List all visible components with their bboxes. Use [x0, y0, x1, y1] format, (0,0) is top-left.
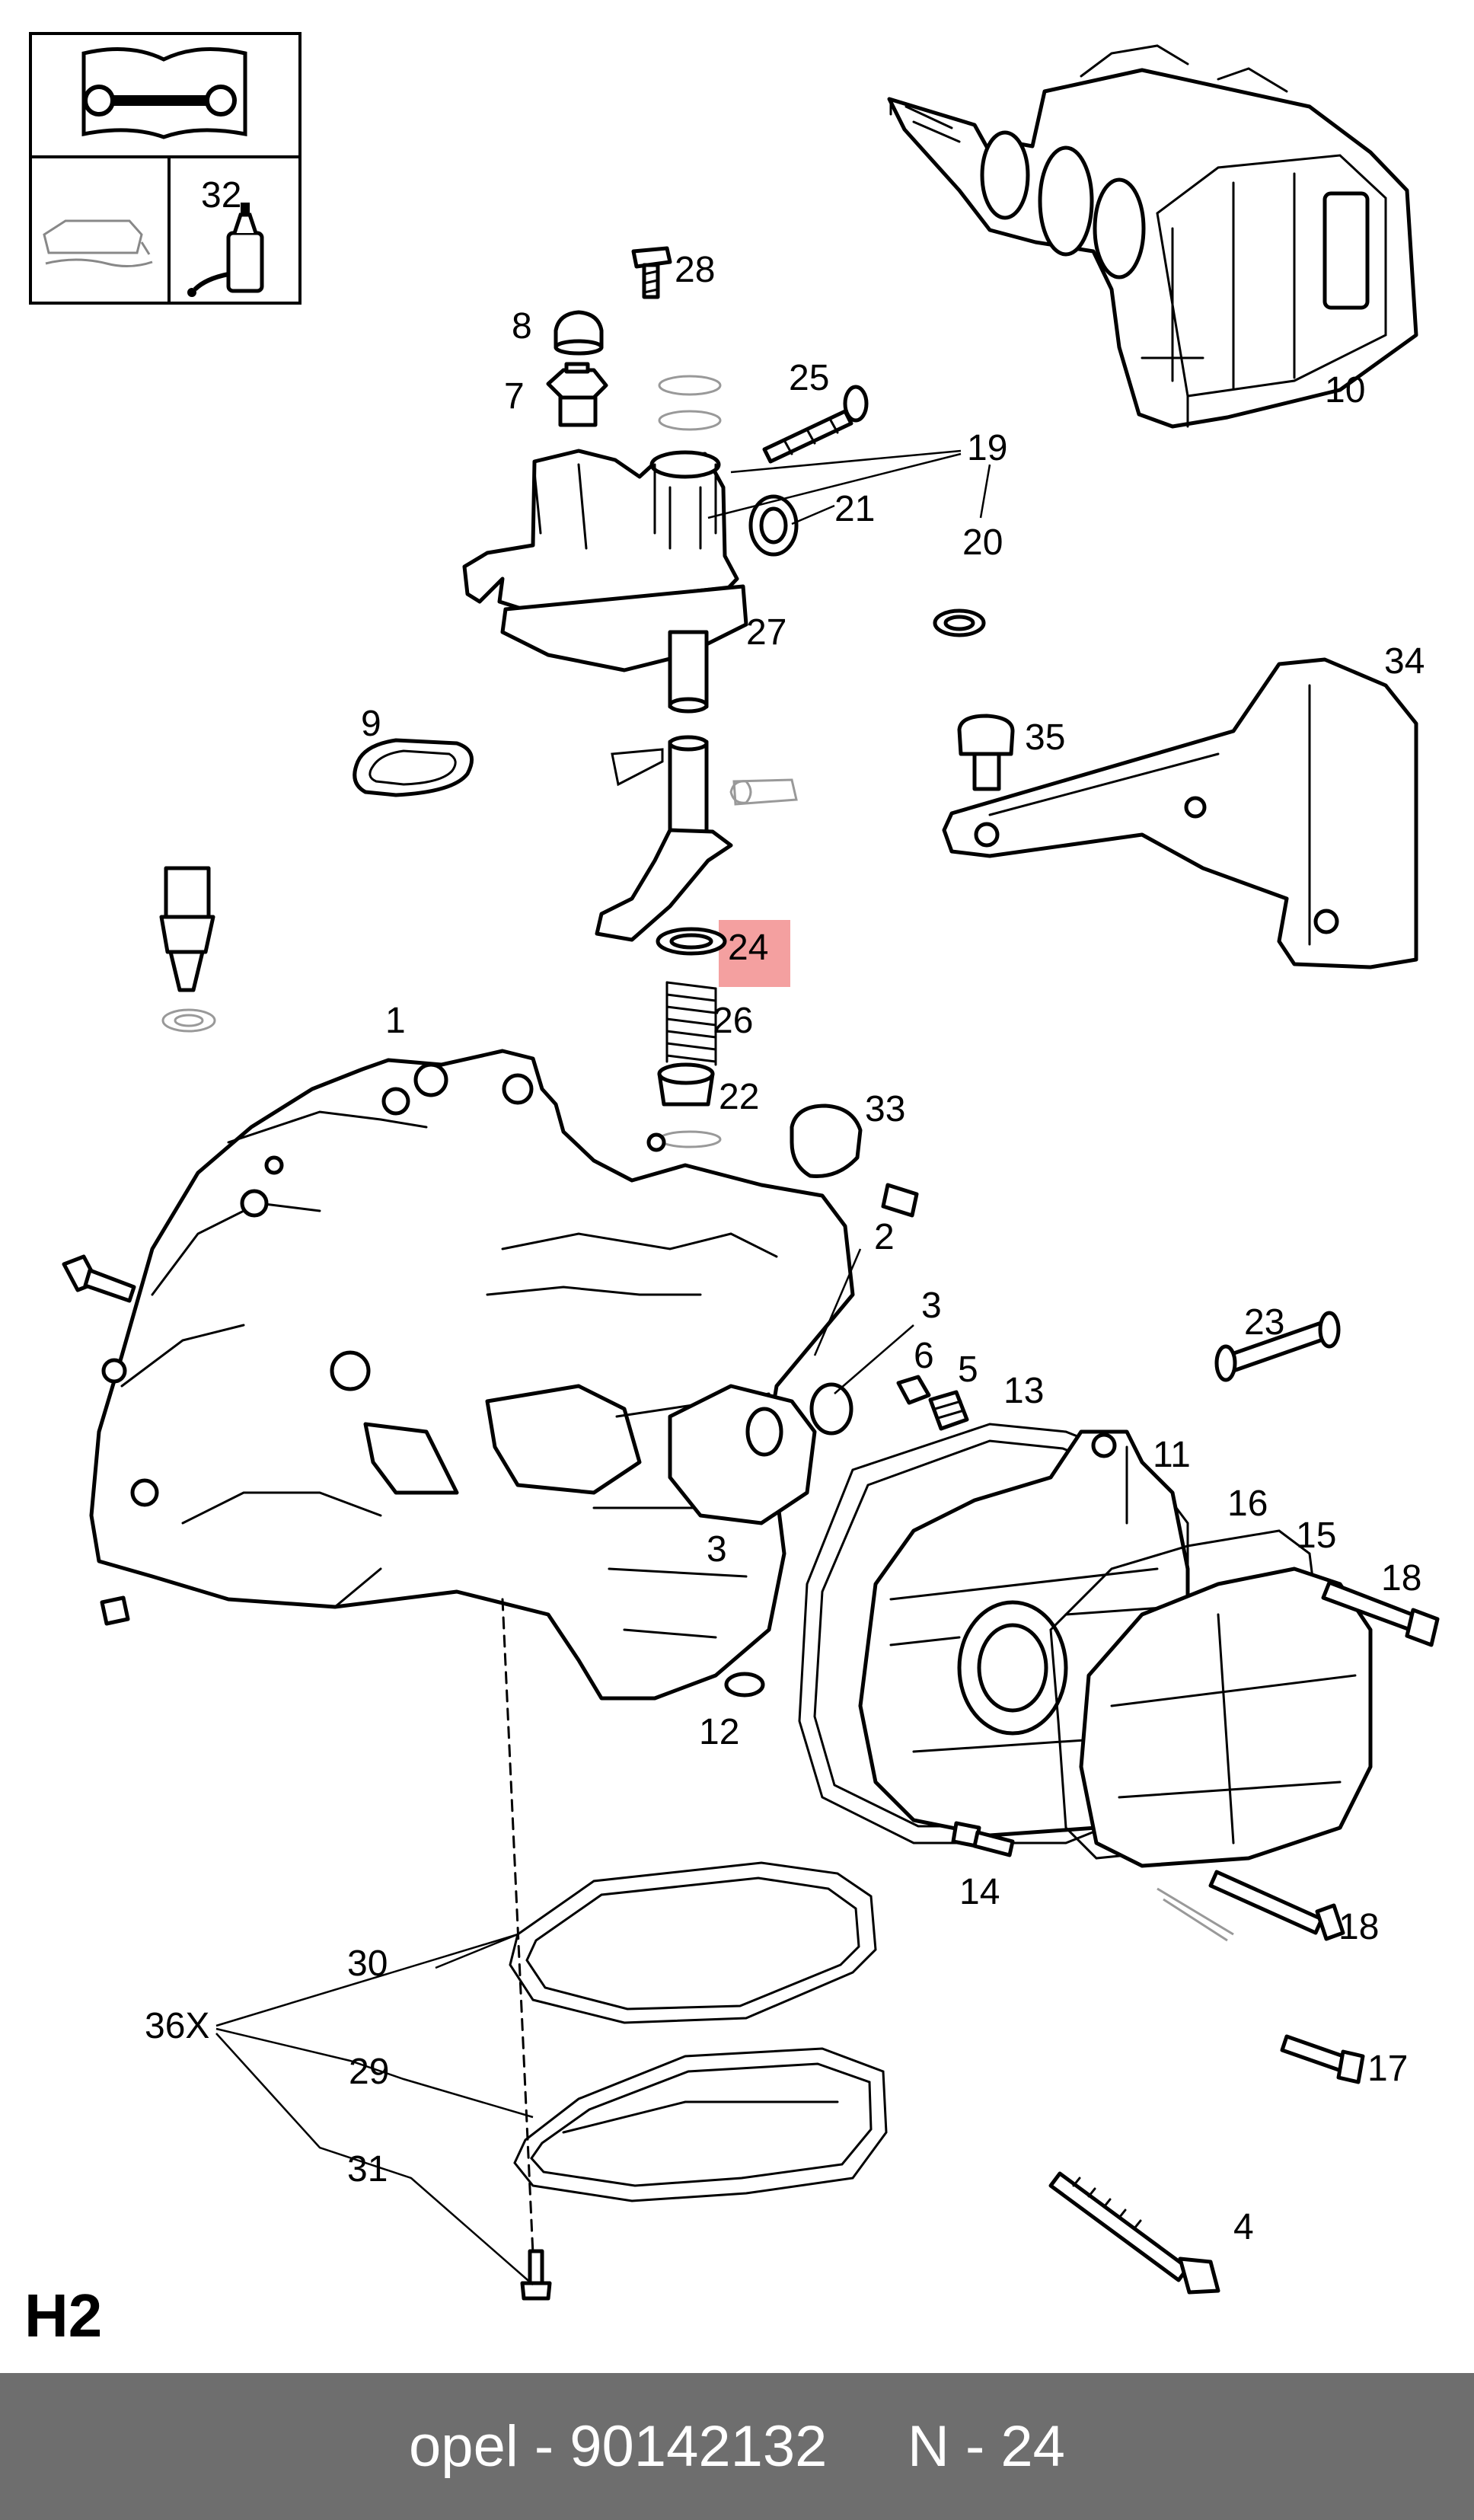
callout-16: 16 — [1227, 1484, 1268, 1524]
transmission-case — [89, 1049, 855, 1701]
bolt-left — [62, 1254, 136, 1303]
callout-9: 9 — [361, 704, 381, 744]
sensor-unit — [159, 866, 216, 1033]
pin-small — [881, 1183, 919, 1218]
callout-28: 28 — [675, 250, 715, 290]
leader-lines — [215, 449, 991, 2285]
cover-15 — [1079, 1567, 1373, 1868]
legend-box — [29, 32, 302, 305]
callout-8: 8 — [512, 306, 532, 347]
cap-8 — [554, 310, 604, 356]
bolt-4 — [1048, 2171, 1220, 2295]
callout-27: 27 — [746, 612, 786, 653]
footer-bar: opel - 90142132 N - 24 — [0, 2373, 1474, 2520]
bolt-ghost — [1157, 1887, 1234, 1942]
callout-4: 4 — [1233, 2207, 1254, 2247]
bolt-35 — [957, 714, 1015, 791]
bolt-17 — [1280, 2034, 1365, 2084]
gasket-30 — [509, 1861, 877, 2024]
washer-24 — [656, 927, 727, 956]
sealant-bottle-icon — [187, 203, 264, 297]
callout-7: 7 — [504, 376, 525, 417]
callout-24: 24 — [728, 928, 768, 968]
bush-22 — [657, 1062, 722, 1148]
callout-15: 15 — [1296, 1516, 1336, 1556]
washer-20 — [933, 608, 986, 637]
switch-7 — [546, 362, 608, 427]
callout-34: 34 — [1384, 641, 1425, 682]
o-rings-ghost — [658, 375, 722, 431]
footer-part-number: 90142132 — [570, 2414, 828, 2479]
bolt-18-upper — [1321, 1580, 1440, 1647]
callout-30: 30 — [347, 1943, 388, 1984]
highlight-marker — [719, 920, 790, 987]
gasket-29 — [513, 2047, 888, 2202]
seal-21 — [748, 494, 799, 557]
gasket-9 — [353, 738, 474, 797]
pin-left — [100, 1595, 130, 1626]
bolt-14 — [951, 1821, 1015, 1857]
oil-tray-icon — [43, 219, 153, 267]
pin-25 — [762, 385, 869, 464]
callout-13: 13 — [1003, 1371, 1044, 1411]
callout-33: 33 — [865, 1089, 905, 1129]
footer-separator: - — [518, 2414, 570, 2479]
bolt-23 — [1214, 1311, 1341, 1382]
callout-18b: 18 — [1338, 1907, 1379, 1947]
footer-brand: opel — [409, 2414, 518, 2479]
callout-5: 5 — [958, 1349, 978, 1390]
dashed-guide — [501, 1598, 534, 2256]
callout-6: 6 — [914, 1336, 934, 1376]
callout-12: 12 — [699, 1712, 739, 1752]
callout-26: 26 — [713, 1001, 753, 1041]
bolt-18-lower — [1208, 1870, 1345, 1941]
exploded-parts-diagram: 32 28 8 7 25 19 21 20 27 10 34 35 9 24 2… — [29, 32, 1440, 2301]
callout-19: 19 — [967, 428, 1007, 468]
callout-20: 20 — [962, 522, 1003, 563]
callout-35: 35 — [1025, 717, 1065, 758]
plug-5-6 — [896, 1375, 969, 1431]
mount-bracket — [942, 657, 1418, 969]
callout-3a: 3 — [921, 1286, 942, 1326]
callout-22: 22 — [719, 1077, 759, 1117]
footer-position: N - 24 — [907, 2414, 1065, 2479]
magnet-12 — [724, 1672, 765, 1698]
spring-26 — [665, 981, 717, 1066]
manual-wrench-icon — [81, 47, 247, 139]
gear-cluster-assembly — [887, 44, 1418, 429]
selector-housing — [462, 449, 748, 714]
callout-17: 17 — [1367, 2049, 1408, 2089]
callout-1: 1 — [385, 1001, 406, 1041]
footer-gap — [827, 2413, 908, 2480]
callout-31: 31 — [347, 2149, 388, 2189]
callout-11: 11 — [1153, 1435, 1191, 1475]
callout-2: 2 — [874, 1217, 895, 1257]
callout-25: 25 — [789, 358, 829, 398]
callout-10: 10 — [1325, 370, 1365, 410]
callout-29: 29 — [349, 2052, 389, 2092]
callout-3b: 3 — [707, 1529, 727, 1570]
cap-33 — [790, 1103, 863, 1178]
bolt-31 — [520, 2249, 552, 2301]
selector-lever — [595, 735, 798, 942]
callout-18a: 18 — [1381, 1558, 1421, 1599]
callout-32: 32 — [201, 175, 241, 216]
callout-21: 21 — [834, 489, 875, 529]
page-code: H2 — [24, 2282, 103, 2349]
callout-36x: 36X — [145, 2006, 209, 2046]
callout-14: 14 — [959, 1872, 1000, 1912]
bolt-28 — [631, 246, 672, 299]
callout-23: 23 — [1244, 1302, 1284, 1343]
callout-labels: 32 28 8 7 25 19 21 20 27 10 34 35 9 24 2… — [145, 175, 1425, 2247]
